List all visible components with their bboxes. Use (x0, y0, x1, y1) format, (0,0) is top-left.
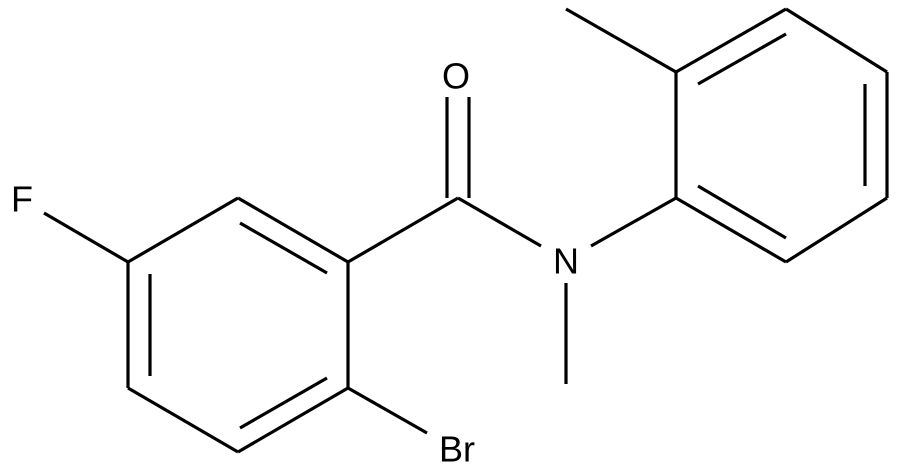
fluorine-atom-label: F (11, 179, 33, 220)
nitrogen-atom-label: N (553, 241, 579, 282)
bond-ring-a-2 (237, 196, 349, 264)
bond-aryl-methyl (565, 7, 677, 74)
methylphenyl-ring (674, 7, 889, 264)
bromine-atom-label: Br (439, 429, 475, 470)
bond-ring-a-5 (127, 386, 239, 454)
bond-n-aryl (590, 196, 677, 248)
bromofluorophenyl-ring (126, 196, 350, 454)
bond-c-f (43, 211, 129, 264)
carbonyl-group (347, 97, 542, 264)
bond-ring-b-6 (675, 196, 787, 264)
bond-c-br (347, 386, 428, 435)
bond-ring-a-double-1 (239, 221, 328, 275)
bond-ring-a-4 (237, 386, 349, 454)
bond-ring-b-5 (785, 196, 888, 264)
bond-ring-a-1 (127, 196, 239, 264)
bond-ring-b-2 (675, 7, 787, 74)
bond-ring-b-double-1 (697, 32, 787, 86)
bond-ring-a-double-2 (239, 376, 328, 430)
bond-carbonyl-to-n (457, 196, 542, 248)
bond-ring-to-carbonyl (347, 196, 459, 264)
oxygen-atom-label: O (442, 56, 470, 97)
bond-ring-b-3 (785, 7, 888, 74)
bond-ring-b-double-3 (697, 184, 787, 240)
